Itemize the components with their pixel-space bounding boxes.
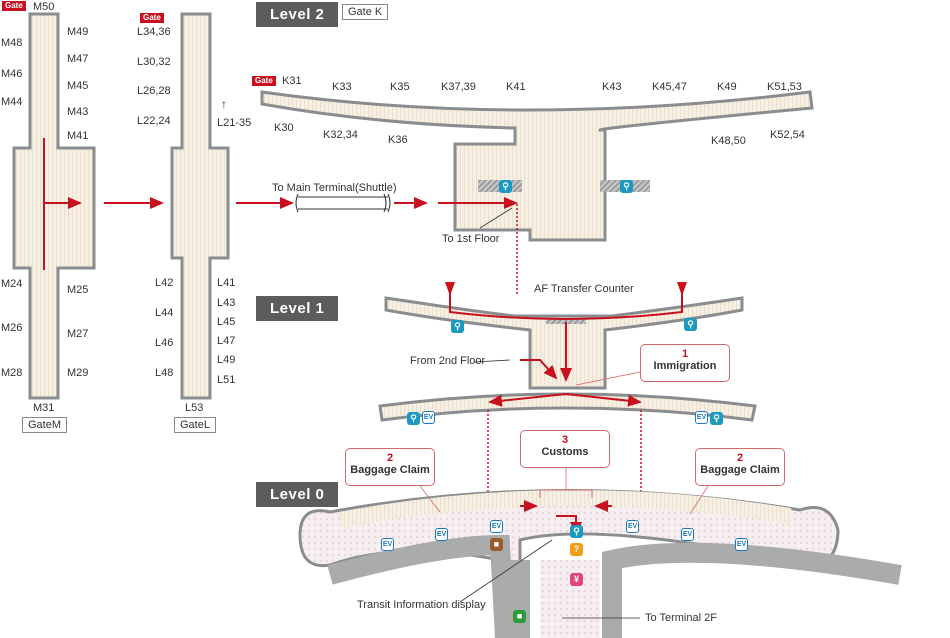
shuttle-track [295,193,391,213]
gate-label: L43 [217,297,236,309]
restroom-icon: ⚲ [451,320,464,333]
to-1st-floor-label: To 1st Floor [442,233,500,245]
elevator-icon: EV [681,528,694,541]
gate-tag-k: Gate [252,76,276,86]
restroom-icon: ⚲ [570,525,583,538]
gate-label: K35 [390,81,410,93]
leader-lines [419,207,709,619]
information-icon: ? [570,543,583,556]
bus-icon: ■ [513,610,526,623]
immigration-callout: 1 Immigration [640,344,730,382]
gate-label: K41 [506,81,526,93]
restroom-icon: ⚲ [710,412,723,425]
gate-label: K37,39 [441,81,476,93]
gate-label: L34,36 [137,26,171,38]
gate-label: L30,32 [137,56,171,68]
gate-label: M29 [67,367,89,379]
taxi-icon: ■ [490,538,503,551]
gate-label: K49 [717,81,737,93]
elevator-icon: EV [626,520,639,533]
af-transfer-label: AF Transfer Counter [534,283,634,295]
elevator-icon: EV [735,538,748,551]
elevator-icon: EV [435,528,448,541]
gate-label: L22,24 [137,115,171,127]
level-2-badge: Level 2 [256,2,339,27]
transit-info-label: Transit Information display [357,599,486,611]
level-1-badge: Level 1 [256,296,339,321]
gate-label: L44 [155,307,174,319]
gate-label: M41 [67,130,89,142]
gate-m-concourse [12,12,96,400]
gate-label: M49 [67,26,89,38]
arrow-up-icon: ↑ [221,97,227,111]
gate-label: M47 [67,53,89,65]
gate-k-label: Gate K [342,4,389,20]
gate-label: M46 [1,68,23,80]
gate-label: L47 [217,335,236,347]
shuttle-label: To Main Terminal(Shuttle) [272,182,397,194]
gate-l-concourse [170,12,230,400]
gate-tag-l: Gate [140,13,164,23]
gate-label: L26,28 [137,85,171,97]
gate-label: K36 [388,134,408,146]
gate-label: M45 [67,80,89,92]
gate-label: M27 [67,328,89,340]
gate-label: L21-35 [217,117,252,129]
gate-label: L41 [217,277,236,289]
level0-building [298,489,902,638]
gate-label: K52,54 [770,129,805,141]
gate-label: K30 [274,122,294,134]
gate-label: K45,47 [652,81,687,93]
elevator-icon: EV [381,538,394,551]
gate-label: M43 [67,106,89,118]
gate-label: K32,34 [323,129,358,141]
gate-label: L51 [217,374,236,386]
gate-label: K51,53 [767,81,802,93]
from-2nd-floor-label: From 2nd Floor [410,355,486,367]
gate-tag-m: Gate [2,1,26,11]
restroom-icon: ⚲ [684,318,697,331]
currency-exchange-icon: ¥ [570,573,583,586]
to-terminal-2f-label: To Terminal 2F [645,612,717,624]
gate-label: L53 [185,402,204,414]
gate-label: M24 [1,278,23,290]
gate-label: M25 [67,284,89,296]
gate-label: M28 [1,367,23,379]
gate-k-pier [260,90,814,296]
customs-callout: 3 Customs [520,430,610,468]
restroom-icon: ⚲ [407,412,420,425]
gate-label: L46 [155,337,174,349]
baggage-claim-right-callout: 2 Baggage Claim [695,448,785,486]
gate-label: M26 [1,322,23,334]
gate-label: K33 [332,81,352,93]
gate-label: L45 [217,316,236,328]
gate-label: K31 [282,75,302,87]
restroom-icon: ⚲ [499,180,512,193]
restroom-icon: ⚲ [620,180,633,193]
gate-label: M31 [33,402,55,414]
elevator-icon: EV [490,520,503,533]
elevator-icon: EV [695,411,708,424]
gate-label: K43 [602,81,622,93]
gate-label: M50 [33,1,55,13]
level-0-badge: Level 0 [256,482,339,507]
elevator-icon: EV [422,411,435,424]
gate-label: M48 [1,37,23,49]
gate-label: M44 [1,96,23,108]
gate-l-label: GateL [174,417,216,433]
gate-label: L42 [155,277,174,289]
baggage-claim-left-callout: 2 Baggage Claim [345,448,435,486]
gate-label: K48,50 [711,135,746,147]
level1-building [378,282,757,500]
gate-m-label: GateM [22,417,68,433]
gate-label: L48 [155,367,174,379]
gate-label: L49 [217,354,236,366]
